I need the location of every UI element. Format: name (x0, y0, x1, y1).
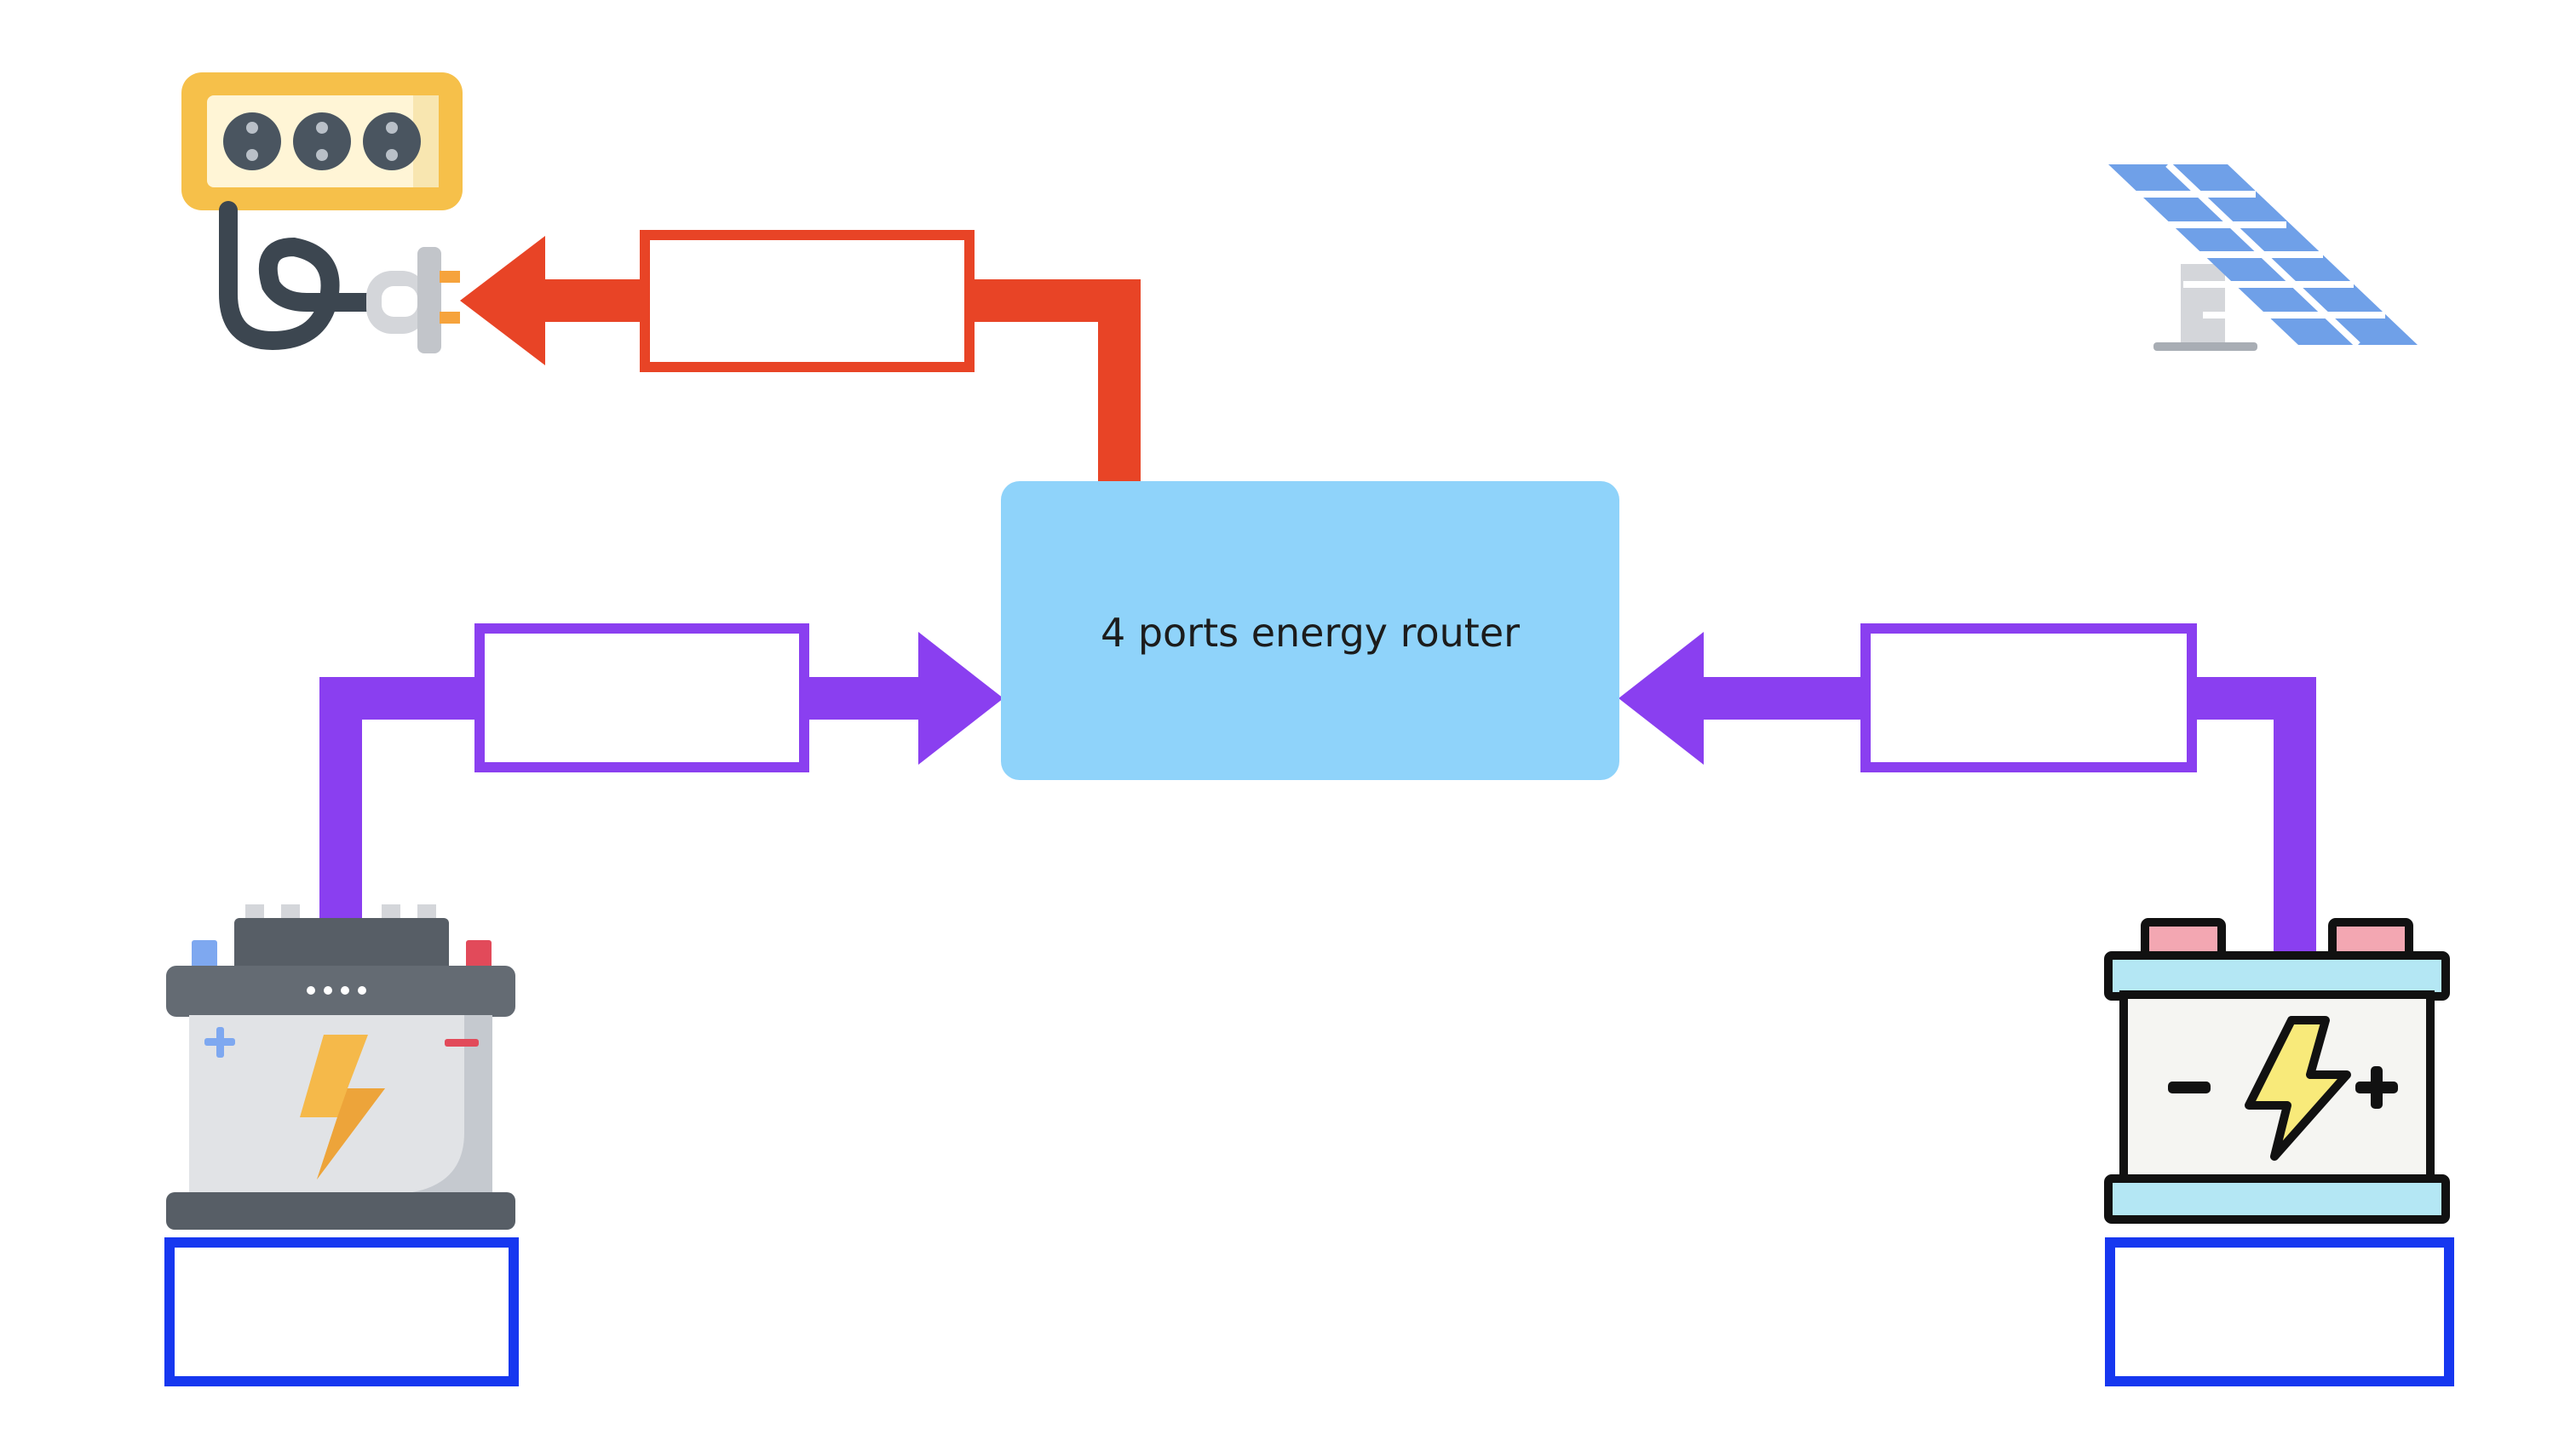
left-input-label-box (474, 623, 809, 772)
output-label-box (640, 230, 975, 372)
right-battery-label-box (2105, 1237, 2454, 1386)
battery-icon (2104, 918, 2450, 1224)
energy-router-box: 4 ports energy router (1001, 481, 1619, 780)
solar-panel-icon (2108, 162, 2418, 351)
router-label: 4 ports energy router (1101, 610, 1520, 656)
power-strip-plug-icon (181, 72, 463, 353)
left-input-arrow (319, 623, 1003, 920)
left-battery-label-box (164, 1237, 519, 1386)
output-arrow (460, 230, 1141, 481)
car-battery-icon (166, 904, 515, 1230)
right-input-label-box (1860, 623, 2197, 772)
right-input-arrow (1619, 623, 2316, 955)
